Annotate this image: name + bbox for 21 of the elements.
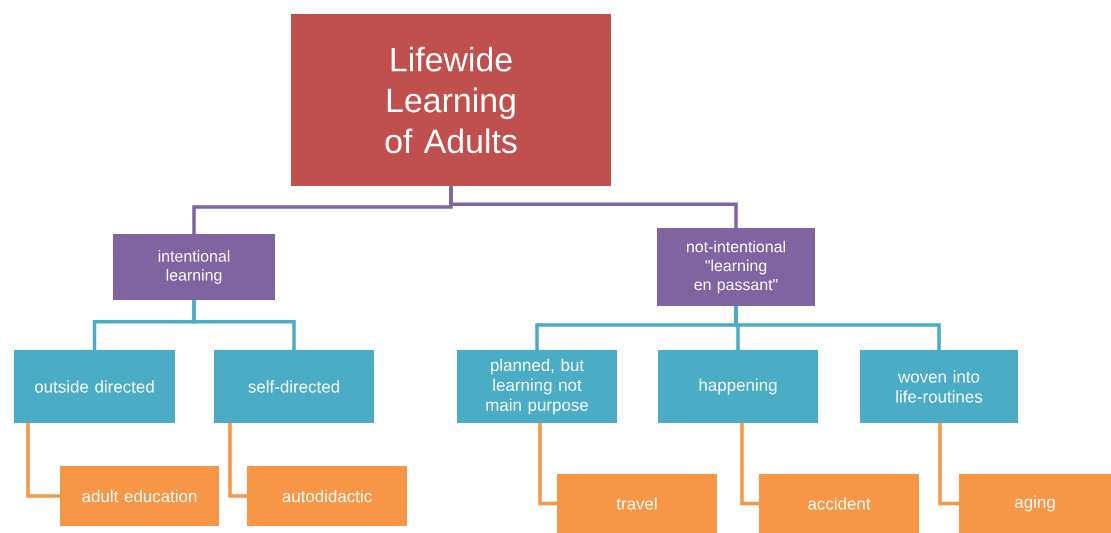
subcategory-box: happening — [658, 350, 818, 423]
connector-line — [938, 423, 959, 506]
connector-line — [26, 423, 60, 498]
subcategory-box: self-directed — [214, 350, 374, 423]
category-box: intentional learning — [113, 234, 275, 300]
example-box: accident — [759, 474, 919, 533]
connector-line — [192, 300, 296, 350]
example-box: adult education — [60, 466, 219, 526]
connector-line — [449, 186, 738, 228]
example-box: aging — [959, 474, 1111, 533]
title-box: Lifewide Learning of Adults — [291, 14, 611, 186]
subcategory-box: planned, but learning not main purpose — [457, 350, 617, 423]
connector-line — [228, 423, 247, 498]
connector-line — [538, 423, 557, 506]
category-box: not-intentional "learning en passant" — [657, 228, 815, 306]
connector-line — [734, 306, 941, 350]
connector-line — [740, 423, 759, 506]
example-box: travel — [557, 474, 717, 533]
subcategory-box: woven into life-routines — [860, 350, 1018, 423]
subcategory-box: outside directed — [14, 350, 175, 423]
example-box: autodidactic — [247, 466, 407, 526]
